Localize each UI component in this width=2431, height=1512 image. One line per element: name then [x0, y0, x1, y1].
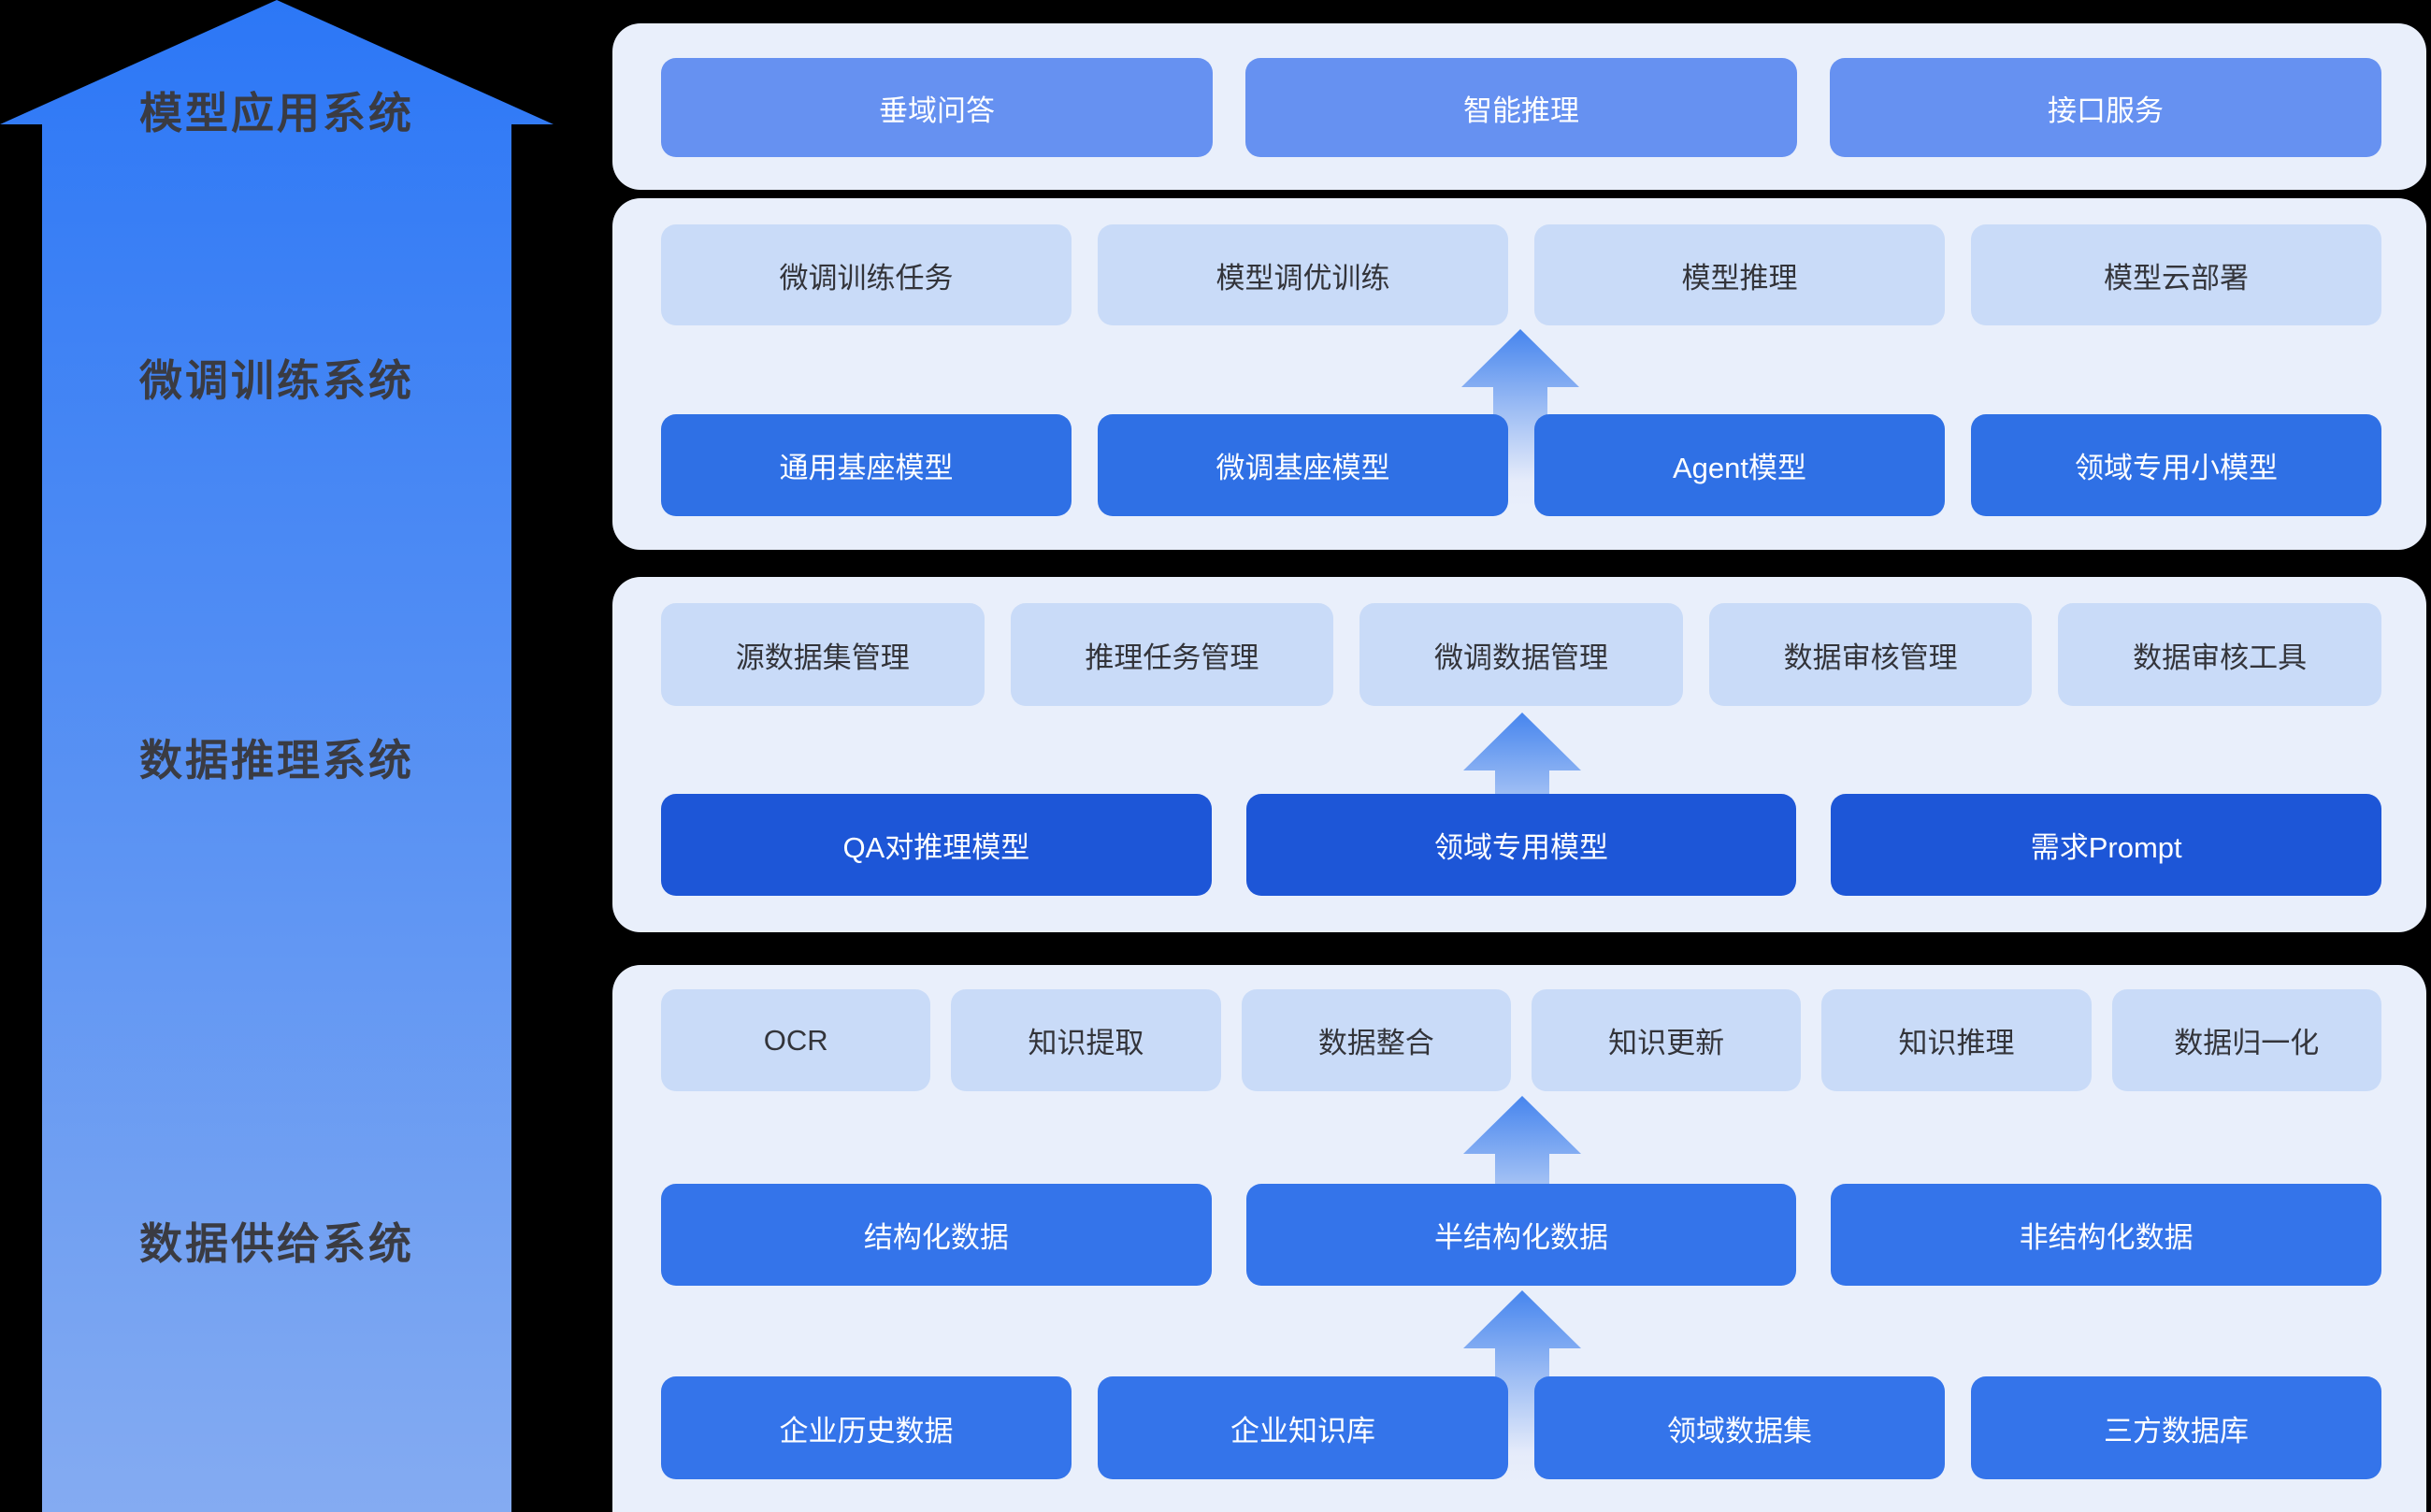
up-arrow-icon: [1461, 329, 1579, 507]
box-inference-task-mgmt: 推理任务管理: [1010, 603, 1334, 706]
data-types-row: 结构化数据 半结构化数据 非结构化数据: [661, 1184, 2382, 1286]
box-source-dataset-mgmt: 源数据集管理: [661, 603, 985, 706]
box-ocr: OCR: [661, 989, 931, 1091]
data-processing-row: OCR 知识提取 数据整合 知识更新 知识推理 数据归一化: [661, 989, 2381, 1091]
box-finetune-training-task: 微调训练任务: [661, 224, 1072, 325]
system-layers-arrow: 模型应用系统 微调训练系统 数据推理系统 数据供给系统: [0, 0, 561, 1512]
box-qa-pair-inference-model: QA对推理模型: [661, 794, 1212, 896]
layer-label-finetune-training: 微调训练系统: [139, 356, 414, 405]
box-data-normalization: 数据归一化: [2111, 989, 2381, 1091]
box-knowledge-update: 知识更新: [1531, 989, 1802, 1091]
box-domain-dataset: 领域数据集: [1534, 1376, 1945, 1479]
up-arrow-icon: [1463, 1290, 1581, 1482]
training-tasks-row: 微调训练任务 模型调优训练 模型推理 模型云部署: [661, 224, 2381, 325]
box-requirement-prompt: 需求Prompt: [1831, 794, 2382, 896]
box-model-tuning-training: 模型调优训练: [1098, 224, 1508, 325]
box-enterprise-history-data: 企业历史数据: [661, 1376, 1072, 1479]
box-data-integration: 数据整合: [1241, 989, 1511, 1091]
panel-data-inference: 源数据集管理 推理任务管理 微调数据管理 数据审核管理 数据审核工具 QA对推理…: [612, 577, 2426, 932]
box-third-party-database: 三方数据库: [1971, 1376, 2381, 1479]
box-data-review-tool: 数据审核工具: [2058, 603, 2381, 706]
box-data-review-mgmt: 数据审核管理: [1708, 603, 2033, 706]
big-up-arrow-icon: [0, 0, 554, 1512]
app-services-row: 垂域问答 智能推理 接口服务: [661, 58, 2381, 157]
box-finetune-base-model: 微调基座模型: [1098, 414, 1508, 516]
box-agent-model: Agent模型: [1534, 414, 1945, 516]
data-sources-row: 企业历史数据 企业知识库 领域数据集 三方数据库: [661, 1376, 2381, 1479]
panel-model-application: 垂域问答 智能推理 接口服务: [612, 23, 2426, 190]
inference-models-row: QA对推理模型 领域专用模型 需求Prompt: [661, 794, 2382, 896]
box-structured-data: 结构化数据: [661, 1184, 1212, 1286]
panel-data-supply: OCR 知识提取 数据整合 知识更新 知识推理 数据归一化 结构化数据 半结构化…: [612, 965, 2426, 1512]
box-vertical-domain-qa: 垂域问答: [661, 58, 1213, 157]
box-knowledge-extraction: 知识提取: [951, 989, 1221, 1091]
box-semi-structured-data: 半结构化数据: [1245, 1184, 1797, 1286]
box-intelligent-reasoning: 智能推理: [1245, 58, 1797, 157]
box-finetune-data-mgmt: 微调数据管理: [1359, 603, 1683, 706]
box-domain-small-model: 领域专用小模型: [1971, 414, 2381, 516]
box-model-inference: 模型推理: [1534, 224, 1945, 325]
box-unstructured-data: 非结构化数据: [1831, 1184, 2382, 1286]
base-models-row: 通用基座模型 微调基座模型 Agent模型 领域专用小模型: [661, 414, 2381, 516]
box-knowledge-reasoning: 知识推理: [1821, 989, 2092, 1091]
panel-finetune-training: 微调训练任务 模型调优训练 模型推理 模型云部署 通用基座模型 微调基座模型 A…: [612, 198, 2426, 550]
layer-label-model-application: 模型应用系统: [139, 89, 414, 137]
box-enterprise-knowledge-base: 企业知识库: [1098, 1376, 1508, 1479]
layer-label-data-inference: 数据推理系统: [139, 736, 414, 785]
box-api-service: 接口服务: [1830, 58, 2381, 157]
box-general-base-model: 通用基座模型: [661, 414, 1072, 516]
box-domain-specific-model: 领域专用模型: [1245, 794, 1797, 896]
layer-label-data-supply: 数据供给系统: [139, 1219, 414, 1268]
data-management-row: 源数据集管理 推理任务管理 微调数据管理 数据审核管理 数据审核工具: [661, 603, 2381, 706]
box-model-cloud-deploy: 模型云部署: [1971, 224, 2381, 325]
